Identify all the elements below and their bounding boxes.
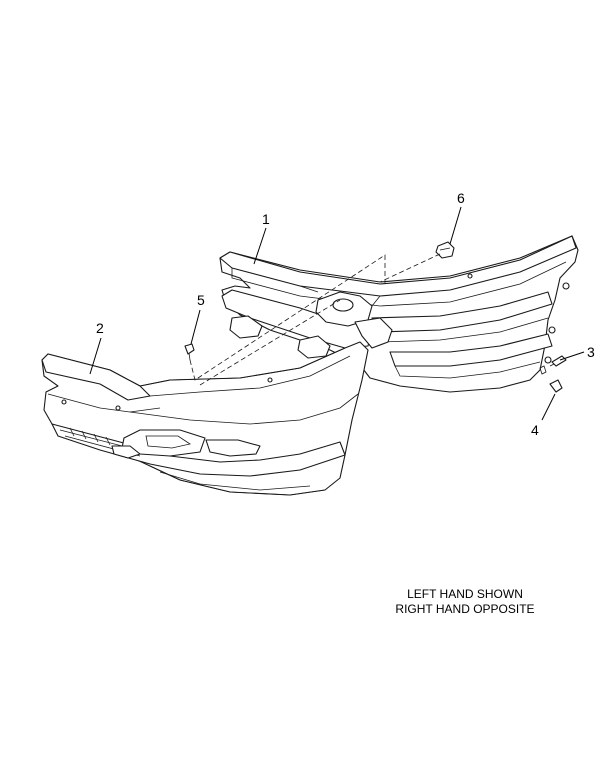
note-line-2: RIGHT HAND OPPOSITE [395, 602, 535, 616]
front-fascia-part-2 [41, 341, 369, 496]
push-clip-part-4 [539, 365, 563, 393]
callout-6: 6 [457, 190, 465, 206]
callout-1: 1 [262, 211, 270, 227]
callout-4: 4 [531, 422, 539, 438]
assembly-dash-lines [189, 253, 441, 386]
callout-3: 3 [587, 344, 595, 360]
leader-lines [89, 206, 585, 421]
orientation-note: LEFT HAND SHOWN RIGHT HAND OPPOSITE [360, 587, 570, 617]
bolt-part-5 [184, 343, 195, 361]
callout-2: 2 [96, 320, 104, 336]
callout-5: 5 [197, 292, 205, 308]
note-line-1: LEFT HAND SHOWN [407, 587, 523, 601]
bumper-support-part-1 [219, 235, 579, 393]
screw-part-3 [549, 355, 567, 367]
clip-nut-part-6 [435, 241, 455, 259]
